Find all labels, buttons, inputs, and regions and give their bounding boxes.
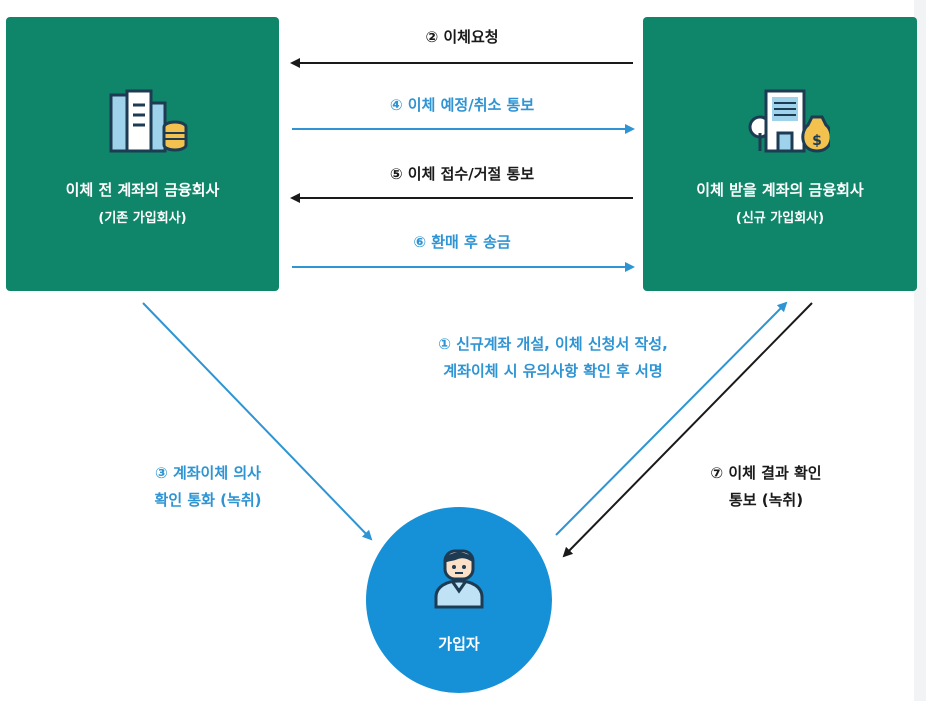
- label-step1-line1: ① 신규계좌 개설, 이체 신청서 작성,: [438, 335, 668, 353]
- label-step3-line2: 확인 통화 (녹취): [154, 491, 262, 509]
- new-institution-sub: (신규 가입회사): [735, 211, 825, 226]
- label-step2: ② 이체요청: [425, 28, 499, 46]
- arrow-step3: [142, 302, 373, 541]
- previous-institution-box: 이체 전 계좌의 금융회사 (기존 가입회사): [6, 17, 279, 291]
- scrollbar-strip: [914, 0, 926, 701]
- label-step3: ③ 계좌이체 의사 확인 통화 (녹취): [118, 460, 298, 514]
- label-step5: ⑤ 이체 접수/거절 통보: [389, 165, 535, 183]
- label-step7: ⑦ 이체 결과 확인 통보 (녹취): [676, 460, 856, 514]
- subscriber-circle: 가입자: [366, 507, 552, 693]
- person-icon: [432, 545, 486, 613]
- label-step4: ④ 이체 예정/취소 통보: [389, 96, 535, 114]
- label-step1-line2: 계좌이체 시 유의사항 확인 후 서명: [443, 362, 663, 380]
- svg-text:$: $: [812, 133, 822, 149]
- label-step7-line1: ⑦ 이체 결과 확인: [710, 464, 822, 482]
- building-money-bag-icon: $: [748, 89, 833, 161]
- label-step6: ⑥ 환매 후 송금: [413, 233, 511, 251]
- label-step3-line1: ③ 계좌이체 의사: [155, 464, 261, 482]
- new-institution-name: 이체 받을 계좌의 금융회사: [696, 181, 864, 199]
- subscriber-label: 가입자: [438, 635, 480, 653]
- previous-institution-name: 이체 전 계좌의 금융회사: [65, 181, 220, 199]
- previous-institution-sub: (기존 가입회사): [98, 211, 187, 226]
- arrow-step1: [555, 301, 788, 536]
- label-step1: ① 신규계좌 개설, 이체 신청서 작성, 계좌이체 시 유의사항 확인 후 서…: [383, 331, 723, 385]
- building-coins-icon: [109, 89, 189, 159]
- label-step7-line2: 통보 (녹취): [728, 491, 804, 509]
- new-institution-box: $ 이체 받을 계좌의 금융회사 (신규 가입회사): [643, 17, 917, 291]
- arrow-step7: [562, 302, 813, 558]
